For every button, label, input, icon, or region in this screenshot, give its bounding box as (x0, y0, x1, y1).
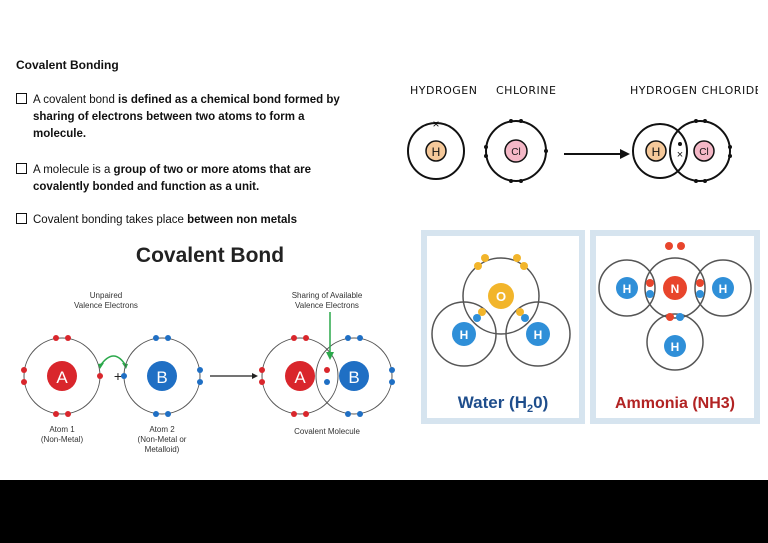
svg-text:+: + (114, 368, 122, 384)
hydrogen-symbol: H (432, 145, 441, 159)
hydrogen-nucleus (425, 140, 447, 162)
checkbox-icon (16, 213, 27, 224)
atom-a-nucleus (47, 361, 77, 391)
svg-text:(Non-Metal or: (Non-Metal or (138, 435, 187, 444)
hcl-h-shell (632, 123, 688, 179)
svg-text:H: H (534, 328, 543, 342)
checkbox-icon (16, 93, 27, 104)
svg-text:Covalent Molecule: Covalent Molecule (294, 427, 360, 436)
svg-text:H: H (719, 282, 728, 296)
svg-text:Cl: Cl (699, 147, 708, 158)
hcl-diagram: HYDROGEN CHLORINE HYDROGEN CHLORIDE H × … (407, 84, 758, 183)
water-h1-nucleus (452, 322, 476, 346)
hydrogen-label: HYDROGEN (410, 84, 477, 97)
chlorine-symbol: Cl (511, 147, 520, 158)
svg-text:H: H (671, 340, 680, 354)
water-panel: O H H Water (H20) (421, 230, 585, 424)
slide-title: Covalent Bonding (16, 58, 119, 72)
checkbox-icon (16, 163, 27, 174)
water-h2-nucleus (526, 322, 550, 346)
oxygen-nucleus (488, 283, 514, 309)
covalent-bond-title: Covalent Bond (136, 244, 284, 267)
svg-text:Metalloid): Metalloid) (145, 445, 180, 454)
svg-text:H: H (652, 145, 661, 159)
svg-text:Valence Electrons: Valence Electrons (74, 301, 138, 310)
chlorine-label: CHLORINE (496, 84, 556, 97)
nitrogen-nucleus (663, 276, 687, 300)
atom-b-symbol: B (156, 368, 167, 387)
svg-text:H: H (460, 328, 469, 342)
svg-text:H: H (623, 282, 632, 296)
water-label: Water (H20) (458, 393, 549, 415)
chlorine-electrons (484, 119, 548, 183)
svg-text:N: N (671, 282, 680, 296)
svg-text:O: O (496, 289, 506, 304)
hydrogen-shell (407, 122, 465, 180)
svg-text:×: × (677, 149, 683, 161)
svg-text:Sharing of Available: Sharing of Available (292, 291, 363, 300)
ammonia-panel: N H H H Ammonia (NH3) (590, 230, 760, 424)
svg-text:(Non-Metal): (Non-Metal) (41, 435, 84, 444)
ammonia-label: Ammonia (NH3) (615, 395, 735, 412)
chlorine-nucleus (504, 139, 528, 163)
svg-text:B: B (348, 368, 359, 387)
svg-text:A: A (294, 368, 306, 387)
hydrogen-chloride-label: HYDROGEN CHLORIDE (630, 84, 758, 97)
covalent-bond-diagram: Covalent Bond Unpaired Valence Electrons… (21, 244, 395, 454)
bullet-3: Covalent bonding takes place between non… (16, 212, 396, 229)
atom-a-symbol: A (56, 368, 68, 387)
svg-text:Unpaired: Unpaired (90, 291, 122, 300)
bullet-2: A molecule is a group of two or more ato… (16, 162, 396, 196)
svg-text:Atom 2: Atom 2 (149, 425, 175, 434)
svg-text:Atom 1: Atom 1 (49, 425, 75, 434)
bullet-1: A covalent bond is defined as a chemical… (16, 92, 396, 143)
hcl-cl-shell (669, 120, 731, 182)
bottom-bar (0, 480, 768, 543)
atom-b-nucleus (147, 361, 177, 391)
svg-text:Valence Electrons: Valence Electrons (295, 301, 359, 310)
hydrogen-electron: × (432, 117, 439, 131)
